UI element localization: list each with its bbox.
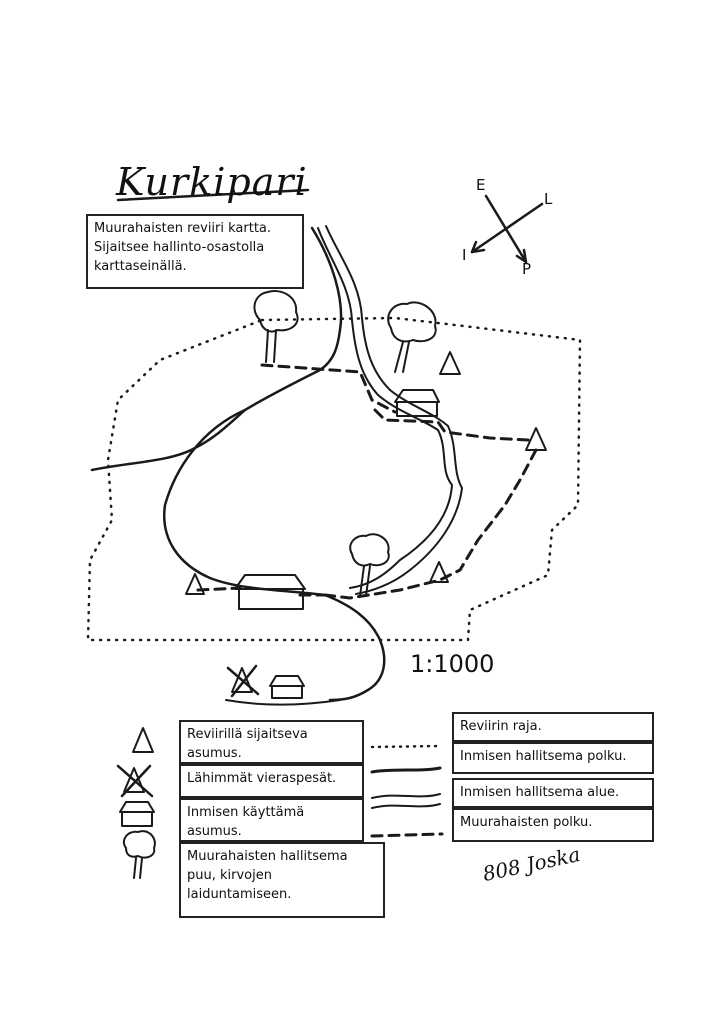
human-path-north <box>90 226 343 472</box>
tree-icon <box>349 533 390 597</box>
human-path-west <box>162 408 327 597</box>
legend-label-human-area: Inmisen hallitsema alue. <box>452 778 654 808</box>
legend-label-tree: Muurahaisten hallitsema puu, kirvojen la… <box>179 842 385 918</box>
legend-solid-line <box>370 766 442 774</box>
ant-path-north <box>260 363 397 414</box>
title-underline <box>116 188 310 202</box>
ant-path-west <box>196 586 327 597</box>
compass-arrowhead-i <box>470 240 486 254</box>
anthill-icon <box>525 427 547 451</box>
tree-icon <box>253 290 299 363</box>
anthill-icon <box>185 573 205 595</box>
legend-label-anthill: Reviirillä sijaitseva asumus. <box>179 720 364 764</box>
compass-arrowhead-p <box>515 248 528 264</box>
legend-label-human-path: Inmisen hallitsema polku. <box>452 742 654 774</box>
house-icon <box>394 389 440 417</box>
compass-axis-ep <box>484 194 528 264</box>
house-icon <box>269 675 305 699</box>
human-area-edge-inner <box>325 225 463 595</box>
legend-double-wavy-line <box>371 793 441 809</box>
anthill-icon <box>439 351 461 375</box>
compass-axis-il <box>470 202 544 254</box>
legend-label-ant-path: Muurahaisten polku. <box>452 808 654 842</box>
compass-label-east: I <box>462 246 467 264</box>
tree-icon <box>387 301 437 373</box>
legend-dashed-line <box>370 832 444 838</box>
compass-rose <box>470 194 544 264</box>
human-path-south <box>323 593 386 702</box>
legend-label-border: Reviirin raja. <box>452 712 654 742</box>
house-icon <box>234 574 306 610</box>
anthill-icon <box>429 561 449 583</box>
crossed-anthill-icon <box>226 664 260 698</box>
territory-border <box>86 316 582 642</box>
map-title: Kurkipari <box>116 160 308 204</box>
compass-label-south: E <box>476 176 486 194</box>
compass-label-north: P <box>522 260 532 278</box>
compass-label-west: L <box>544 190 553 208</box>
legend-anthill-icon <box>132 727 154 753</box>
ant-path-southeast <box>323 448 538 600</box>
legend-crossed-anthill-icon <box>116 764 154 798</box>
legend-label-foreign-nest: Lähimmät vieraspesät. <box>179 764 364 798</box>
legend-house-icon <box>119 801 155 827</box>
legend-tree-icon <box>122 830 156 879</box>
ant-path-east <box>373 408 530 442</box>
legend-label-house: Inmisen käyttämä asumus. <box>179 798 364 842</box>
map-description: Muurahaisten reviiri kartta. Sijaitsee h… <box>86 214 304 289</box>
ground-line <box>225 699 341 706</box>
map-scale: 1:1000 <box>410 650 495 678</box>
legend-dotted-line <box>370 744 442 749</box>
human-area-edge-outer <box>317 227 453 589</box>
